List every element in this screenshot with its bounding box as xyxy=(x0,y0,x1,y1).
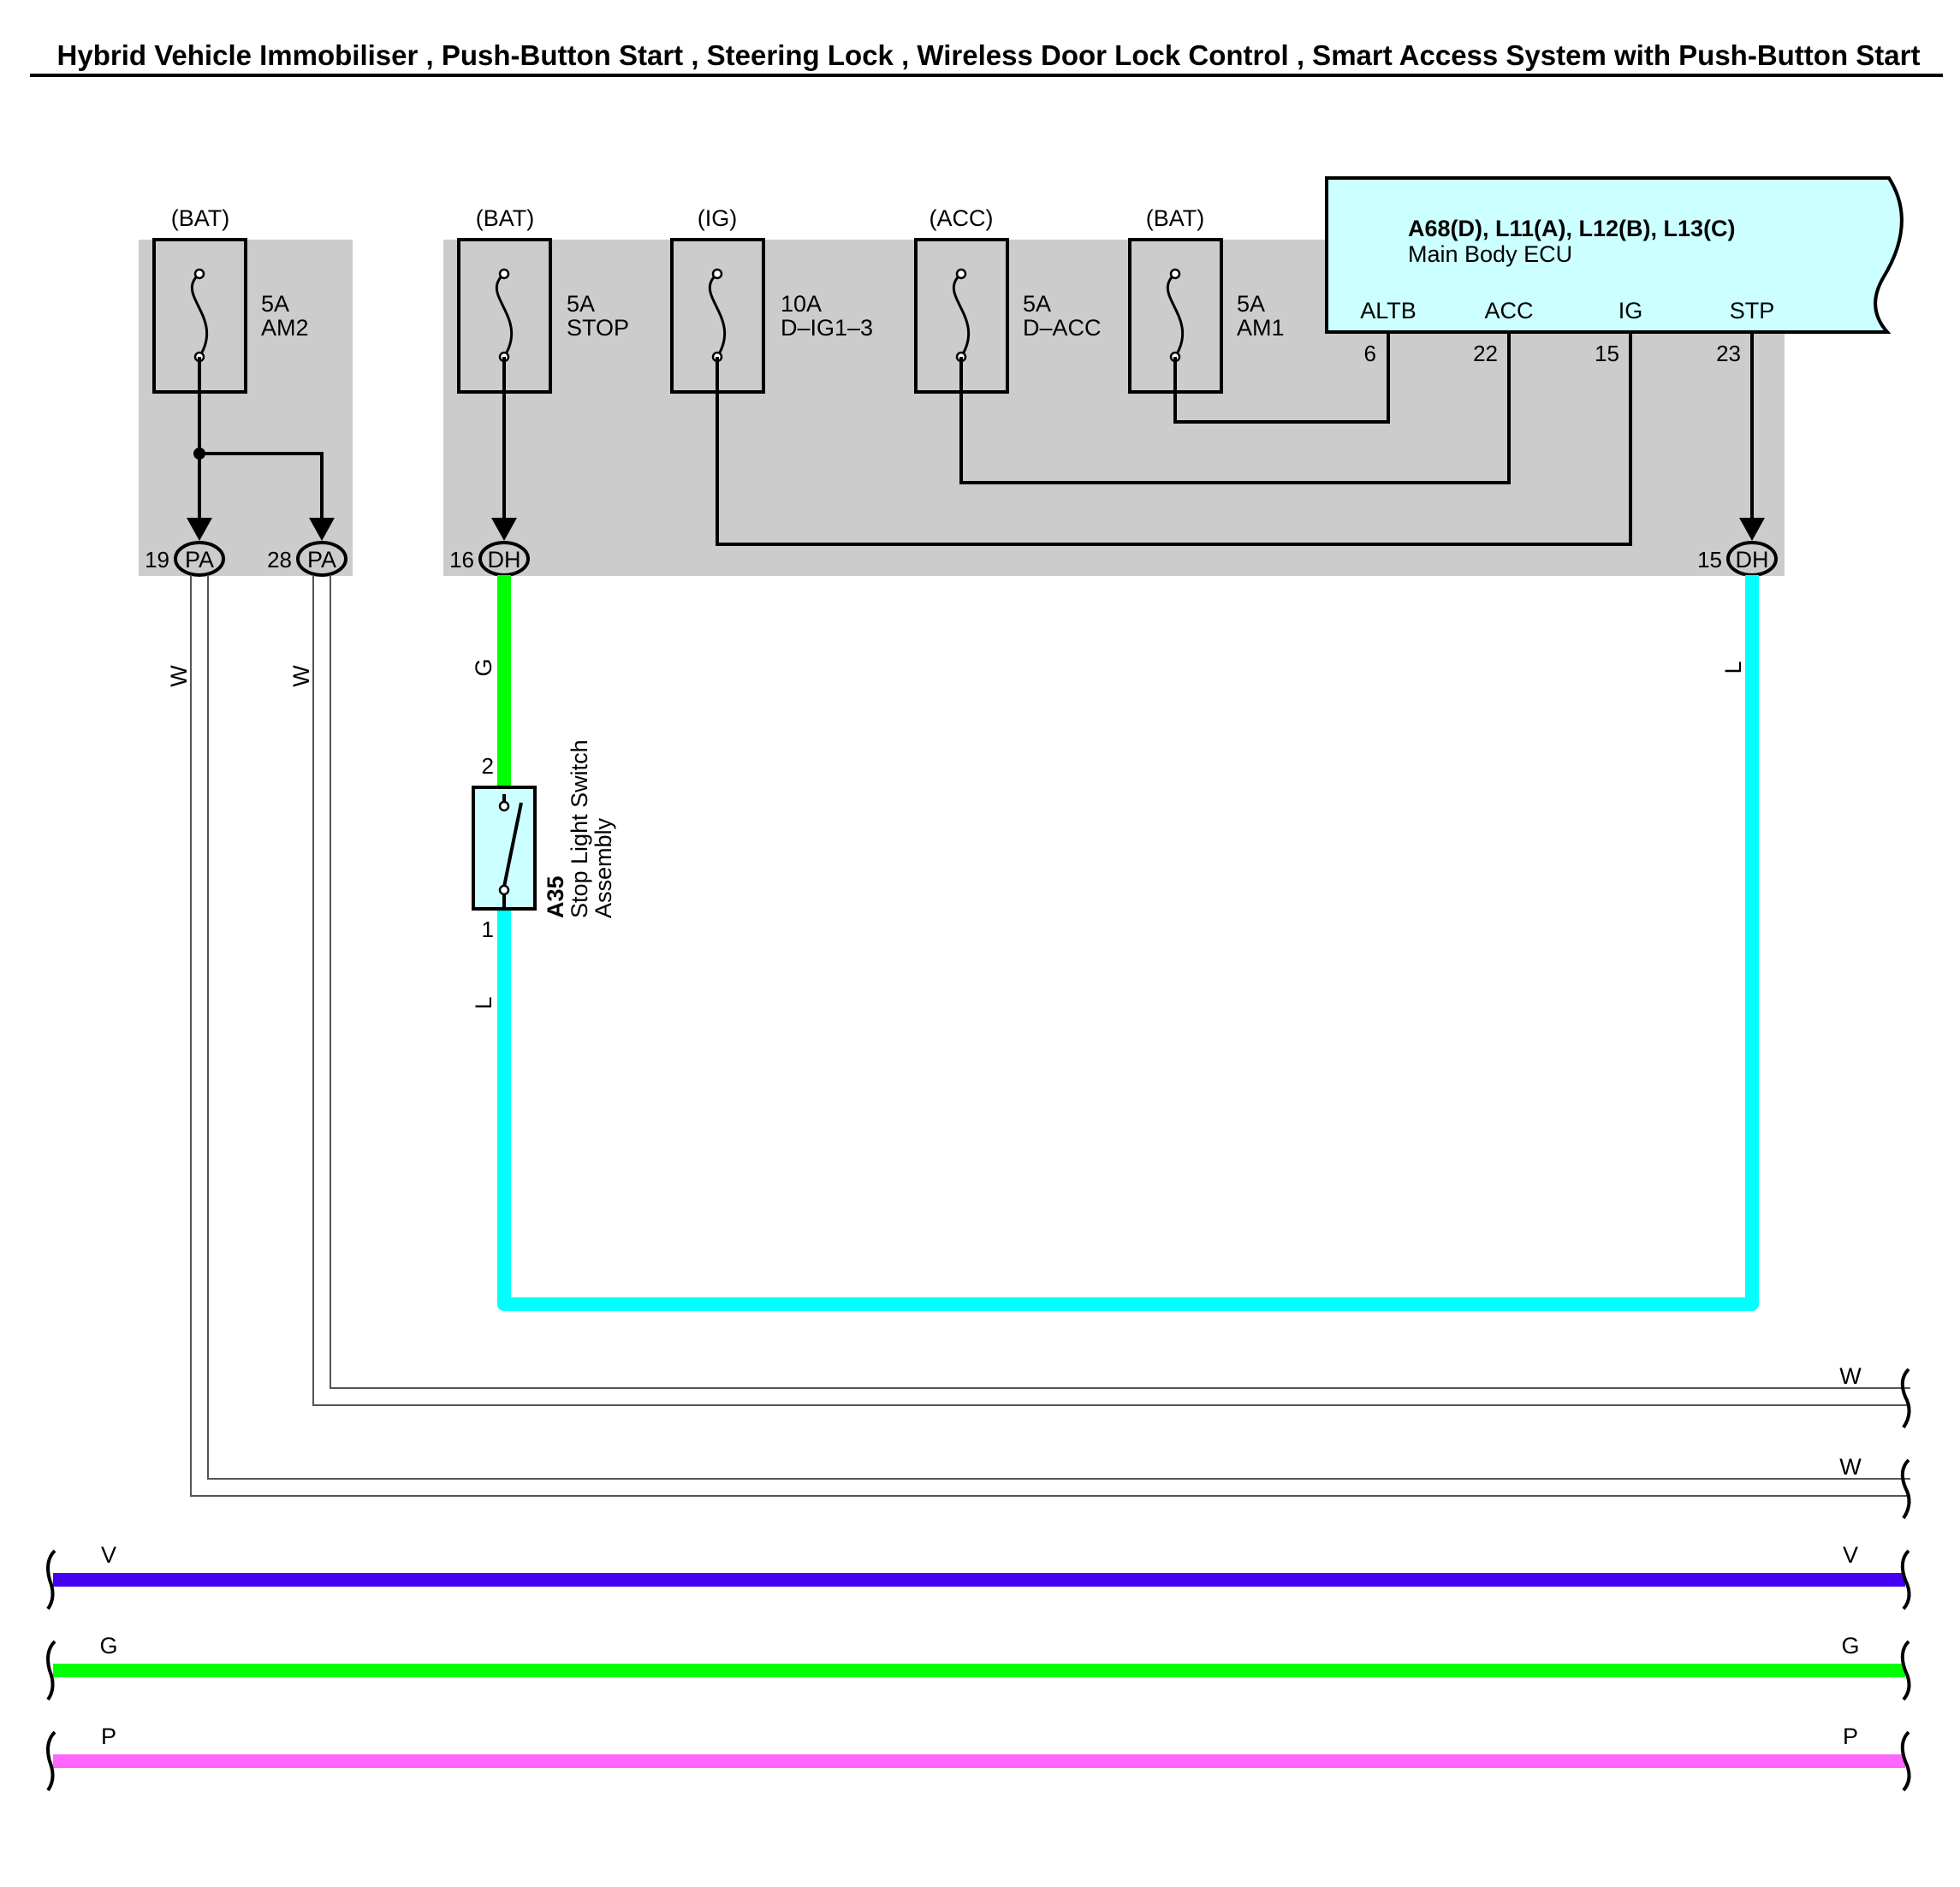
connector-pa-19-code: PA xyxy=(185,547,214,573)
connector-pa-19-pin: 19 xyxy=(145,547,169,573)
wire-label-pink-left: P xyxy=(101,1724,116,1749)
connector-arrows xyxy=(187,518,1765,541)
switch-pin-bottom: 1 xyxy=(482,917,494,942)
page-title: Hybrid Vehicle Immobiliser , Push-Button… xyxy=(57,39,1921,71)
splice-point xyxy=(193,448,205,460)
continuation-bracket-icon xyxy=(1900,1458,1911,1520)
fuse-element-icon xyxy=(952,272,971,358)
white-wire-pa19 xyxy=(190,575,1910,1497)
wire-label-dh16: G xyxy=(471,658,496,676)
white-wire-pa28 xyxy=(312,575,1910,1406)
switch-name-line1: Stop Light Switch xyxy=(567,739,592,918)
fuse-am1-rating: 5A xyxy=(1237,291,1265,317)
wire-label-w-lower: W xyxy=(1839,1454,1862,1480)
fuse-d-acc-name: D–ACC xyxy=(1023,315,1102,341)
fuse-d-ig1-3-rating: 10A xyxy=(781,291,822,317)
fuse-d-ig1-3: (IG) 10A D–IG1–3 xyxy=(670,205,873,394)
internal-wiring xyxy=(198,332,1754,546)
connector-pa-28-code: PA xyxy=(307,547,336,573)
wire-label-switch-out: L xyxy=(471,996,496,1009)
main-body-ecu-box xyxy=(1325,176,1904,334)
wire-label-w-upper: W xyxy=(1839,1363,1862,1389)
continuation-bracket-icon xyxy=(1900,1368,1911,1429)
fuse-am2-name: AM2 xyxy=(261,315,309,341)
fuse-stop: (BAT) 5A STOP xyxy=(457,205,629,394)
fuse-am2-source: (BAT) xyxy=(171,205,230,231)
fuse-d-acc: (ACC) 5A D–ACC xyxy=(914,205,1102,394)
wire-label-pink-right: P xyxy=(1843,1724,1858,1749)
fuse-am1-source: (BAT) xyxy=(1146,205,1205,231)
ecu-terminal-altb: ALTB xyxy=(1360,298,1417,323)
fuse-d-acc-rating: 5A xyxy=(1023,291,1051,317)
ecu-terminal-stp: STP xyxy=(1730,298,1775,323)
fuse-stop-source: (BAT) xyxy=(476,205,535,231)
stop-light-switch: 2 1 A35 Stop Light Switch Assembly xyxy=(472,739,616,942)
fuse-am2-rating: 5A xyxy=(261,291,289,317)
connector-dh-15: DH 15 xyxy=(1697,541,1778,577)
switch-name-line2: Assembly xyxy=(591,817,616,918)
fuse-element-icon xyxy=(495,272,514,358)
switch-pin-top: 2 xyxy=(482,753,494,779)
fuse-d-ig1-3-name: D–IG1–3 xyxy=(781,315,873,341)
cyan-wire-stop-circuit xyxy=(497,575,1759,1311)
connector-dh-16-pin: 16 xyxy=(449,547,474,573)
wire-label-violet-left: V xyxy=(101,1542,116,1568)
continuation-bracket-icon xyxy=(1900,1730,1911,1792)
fuse-stop-name: STOP xyxy=(567,315,629,341)
connector-dh-16: DH 16 xyxy=(449,541,530,577)
wire-label-green-left: G xyxy=(99,1633,117,1659)
ecu-connectors: A68(D), L11(A), L12(B), L13(C) xyxy=(1408,216,1736,241)
connector-pa-28: PA 28 xyxy=(267,541,347,577)
wire-label-green-right: G xyxy=(1841,1633,1859,1659)
wire-label-pa19: W xyxy=(166,665,192,687)
switch-code: A35 xyxy=(543,875,568,918)
connector-dh-16-code: DH xyxy=(488,547,521,573)
connector-pa-28-pin: 28 xyxy=(267,547,292,573)
ecu-name: Main Body ECU xyxy=(1408,241,1572,267)
connector-pa-19: PA 19 xyxy=(145,541,225,577)
ecu-terminal-ig: IG xyxy=(1618,298,1643,323)
ecu-pin-ig: 15 xyxy=(1595,341,1619,366)
switch-contact-icon xyxy=(502,802,523,887)
continuation-bracket-icon xyxy=(46,1730,56,1792)
fuse-d-acc-source: (ACC) xyxy=(930,205,994,231)
ecu-pin-altb: 6 xyxy=(1364,341,1376,366)
continuation-bracket-icon xyxy=(46,1549,56,1611)
fuse-element-icon xyxy=(1166,272,1185,358)
connector-dh-15-code: DH xyxy=(1736,547,1769,573)
wire-label-dh15: L xyxy=(1720,661,1746,674)
ecu-terminal-acc: ACC xyxy=(1484,298,1533,323)
wire-label-violet-right: V xyxy=(1843,1542,1858,1568)
fuse-d-ig1-3-source: (IG) xyxy=(698,205,738,231)
fuse-element-icon xyxy=(708,272,727,358)
ecu-pin-stp: 23 xyxy=(1716,341,1741,366)
ecu-pin-acc: 22 xyxy=(1473,341,1498,366)
continuation-bracket-icon xyxy=(1900,1549,1911,1611)
connector-dh-15-pin: 15 xyxy=(1697,547,1722,573)
continuation-bracket-icon xyxy=(1900,1640,1911,1701)
fuse-am1-name: AM1 xyxy=(1237,315,1285,341)
fuse-stop-rating: 5A xyxy=(567,291,595,317)
continuation-bracket-icon xyxy=(46,1640,56,1701)
wire-label-pa28: W xyxy=(288,665,314,687)
fuse-element-icon xyxy=(190,272,209,358)
